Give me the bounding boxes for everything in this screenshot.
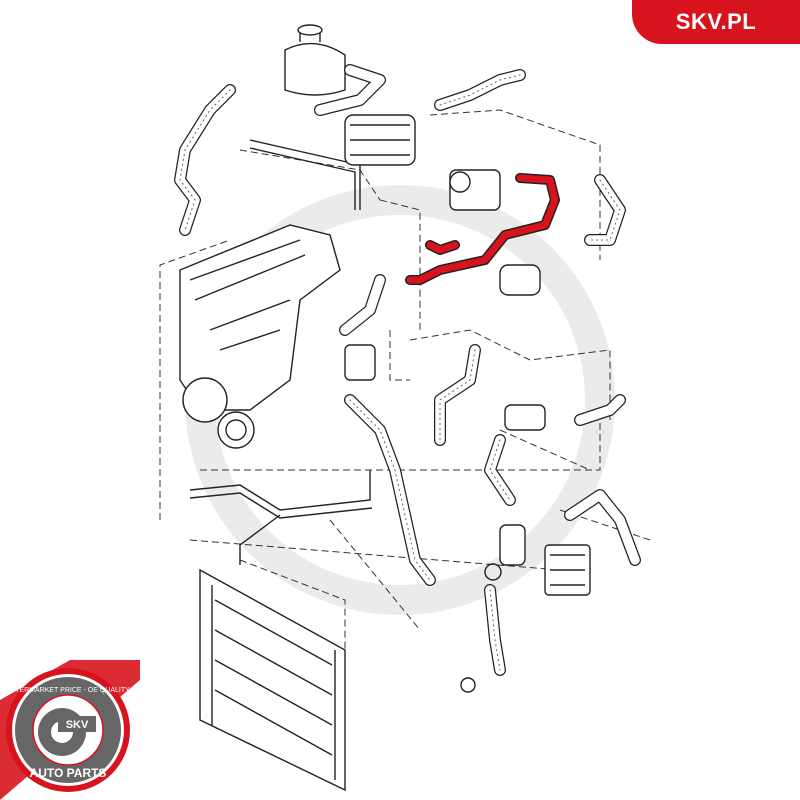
brand-site-label: SKV.PL [675, 9, 757, 34]
svg-text:AUTO PARTS: AUTO PARTS [30, 766, 107, 780]
skv-auto-parts-seal-logo: SKV AFTERMARKET PRICE - OE QUALITY AUTO … [0, 660, 140, 800]
svg-text:AFTERMARKET PRICE - OE QUALITY: AFTERMARKET PRICE - OE QUALITY [6, 687, 130, 694]
expansion-tank [284, 24, 346, 96]
leader-lines [159, 109, 651, 650]
brand-badge: SKV.PL [632, 0, 800, 44]
svg-text:SKV: SKV [66, 719, 89, 731]
engine-block [179, 224, 341, 449]
radiator [199, 568, 346, 792]
small-parts [344, 264, 591, 693]
flange-housing [344, 114, 501, 211]
highlighted-coolant-hose [405, 173, 560, 285]
coolant-hoses [174, 64, 641, 676]
